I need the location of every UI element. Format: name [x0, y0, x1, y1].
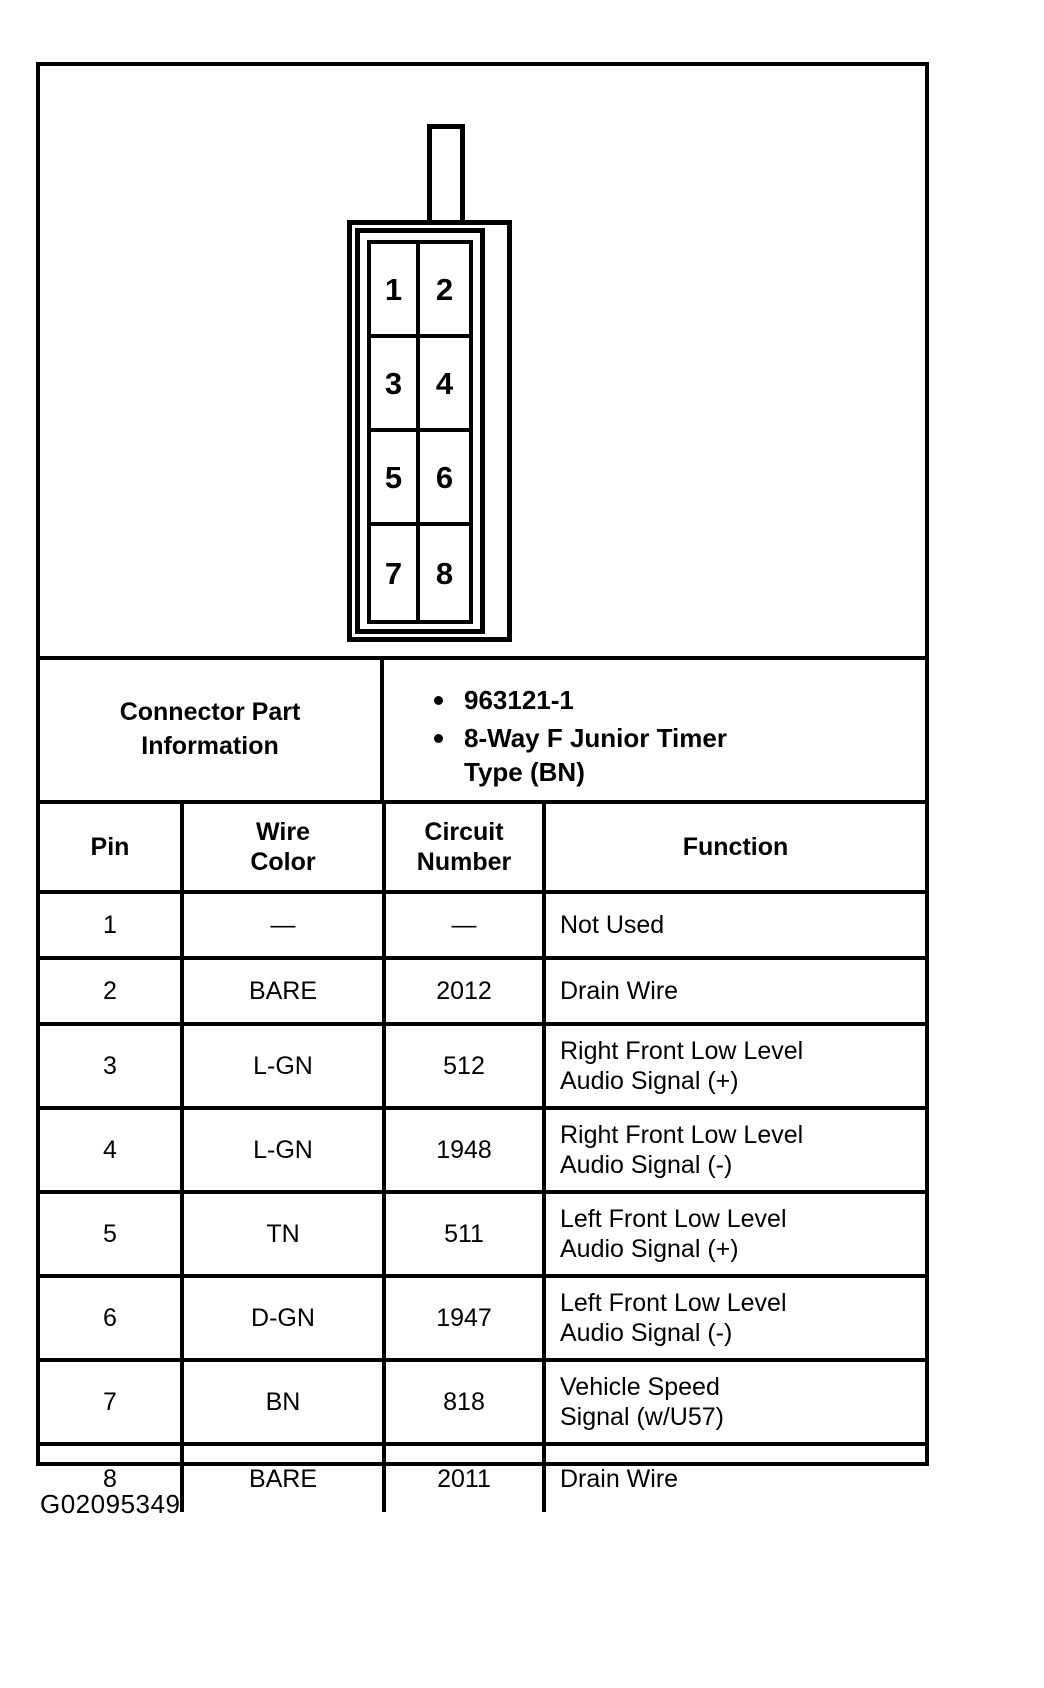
pin-cavity-6: 6 — [420, 432, 469, 526]
cell-pin: 3 — [40, 1026, 184, 1106]
column-header-circuit-line1: Circuit — [424, 817, 504, 846]
cell-pin: 1 — [40, 894, 184, 956]
pin-cavity-4: 4 — [420, 338, 469, 432]
connector-part-information-row: Connector Part Information 963121-1 8-Wa… — [40, 660, 925, 804]
connector-part-information-bullets: 963121-1 8-Way F Junior Timer Type (BN) — [384, 660, 925, 800]
table-row: 6 D-GN 1947 Left Front Low Level Audio S… — [40, 1278, 925, 1362]
cell-function-line1: Left Front Low Level — [560, 1289, 787, 1317]
pin-assignment-table: Pin Wire Color Circuit Number Function 1 — [40, 804, 925, 1512]
cell-function-line1: Right Front Low Level — [560, 1121, 804, 1149]
connector-illustration: 1 2 3 4 5 6 7 8 — [347, 124, 512, 642]
cell-circuit-number: 1948 — [386, 1110, 546, 1190]
cell-pin: 8 — [40, 1446, 184, 1512]
column-header-function: Function — [682, 832, 789, 861]
figure-code: G02095349 — [40, 1489, 181, 1519]
pin-cavity-5: 5 — [371, 432, 420, 526]
cell-wire-color: L-GN — [184, 1026, 386, 1106]
cell-function-line1: Right Front Low Level — [560, 1037, 804, 1065]
cell-circuit-number: 1947 — [386, 1278, 546, 1358]
cell-function-line1: Left Front Low Level — [560, 1205, 787, 1233]
cell-function: Vehicle Speed Signal (w/U57) — [546, 1362, 925, 1442]
pin-cavity-1: 1 — [371, 244, 420, 338]
info-label-line-2: Information — [141, 732, 279, 760]
cell-circuit-number: 512 — [386, 1026, 546, 1106]
cell-wire-color: BARE — [184, 960, 386, 1022]
connector-latch-tab — [427, 124, 465, 224]
cell-pin: 5 — [40, 1194, 184, 1274]
figure-frame: 1 2 3 4 5 6 7 8 Connector Part Informati… — [36, 62, 929, 1512]
connector-type-line-2: Type (BN) — [464, 757, 585, 788]
column-header-wire-color: Wire Color — [184, 804, 386, 890]
table-row: 3 L-GN 512 Right Front Low Level Audio S… — [40, 1026, 925, 1110]
cell-circuit-number: 818 — [386, 1362, 546, 1442]
connector-type-description: 8-Way F Junior Timer Type (BN) — [430, 721, 925, 790]
cell-function: Drain Wire — [546, 1446, 925, 1512]
pin-cavity-3: 3 — [371, 338, 420, 432]
cell-function-line2: Audio Signal (+) — [560, 1067, 739, 1095]
cell-pin: 2 — [40, 960, 184, 1022]
column-header-circuit-number: Circuit Number — [386, 804, 546, 890]
pin-cavity-8: 8 — [435, 555, 454, 591]
table-row: 8 BARE 2011 Drain Wire — [40, 1446, 925, 1512]
table-row: 7 BN 818 Vehicle Speed Signal (w/U57) — [40, 1362, 925, 1446]
cell-circuit-number: 2012 — [386, 960, 546, 1022]
cell-wire-color: BN — [184, 1362, 386, 1442]
column-header-wire-color-line2: Color — [250, 848, 316, 876]
cell-wire-color: TN — [184, 1194, 386, 1274]
cell-function: Left Front Low Level Audio Signal (-) — [546, 1278, 925, 1358]
table-row: 5 TN 511 Left Front Low Level Audio Sign… — [40, 1194, 925, 1278]
cell-function-line2: Signal (w/U57) — [560, 1403, 724, 1431]
cell-function: Left Front Low Level Audio Signal (+) — [546, 1194, 925, 1274]
table-row: 4 L-GN 1948 Right Front Low Level Audio … — [40, 1110, 925, 1194]
pin-cavity-2: 2 — [420, 244, 469, 338]
connector-pin-grid: 1 2 3 4 5 6 7 8 — [367, 240, 473, 624]
cell-function: Not Used — [546, 894, 925, 956]
cell-function: Drain Wire — [546, 960, 925, 1022]
pin-cavity-7: 7 — [371, 526, 420, 620]
connector-diagram-area: 1 2 3 4 5 6 7 8 — [40, 66, 925, 660]
cell-pin: 6 — [40, 1278, 184, 1358]
cell-function-line2: Audio Signal (+) — [560, 1235, 739, 1263]
cell-wire-color: L-GN — [184, 1110, 386, 1190]
info-label-line-1: Connector Part — [119, 698, 301, 727]
cell-circuit-number: 511 — [386, 1194, 546, 1274]
column-header-circuit-line2: Number — [416, 848, 512, 876]
cell-function-line2: Audio Signal (-) — [560, 1151, 733, 1179]
table-row: 1 — — Not Used — [40, 894, 925, 960]
cell-pin: 4 — [40, 1110, 184, 1190]
cell-wire-color: D-GN — [184, 1278, 386, 1358]
cell-wire-color: — — [184, 894, 386, 956]
cell-pin: 7 — [40, 1362, 184, 1442]
cell-wire-color: BARE — [184, 1446, 386, 1512]
cell-function-line1: Not Used — [560, 911, 665, 939]
table-header-row: Pin Wire Color Circuit Number Function — [40, 804, 925, 894]
cell-function: Right Front Low Level Audio Signal (+) — [546, 1026, 925, 1106]
connector-part-information-label: Connector Part Information — [40, 660, 384, 800]
column-header-wire-color-line1: Wire — [256, 817, 310, 846]
cell-function-line2: Audio Signal (-) — [560, 1319, 733, 1347]
connector-part-number: 963121-1 — [430, 683, 925, 717]
cell-function-line1: Drain Wire — [560, 1465, 679, 1493]
cell-circuit-number: 2011 — [386, 1446, 546, 1512]
table-row: 2 BARE 2012 Drain Wire — [40, 960, 925, 1026]
cell-function: Right Front Low Level Audio Signal (-) — [546, 1110, 925, 1190]
cell-circuit-number: — — [386, 894, 546, 956]
cell-function-line1: Vehicle Speed — [560, 1373, 720, 1401]
cell-function-line1: Drain Wire — [560, 977, 679, 1005]
column-header-pin: Pin — [40, 804, 184, 890]
connector-type-line-1: 8-Way F Junior Timer — [464, 722, 727, 753]
